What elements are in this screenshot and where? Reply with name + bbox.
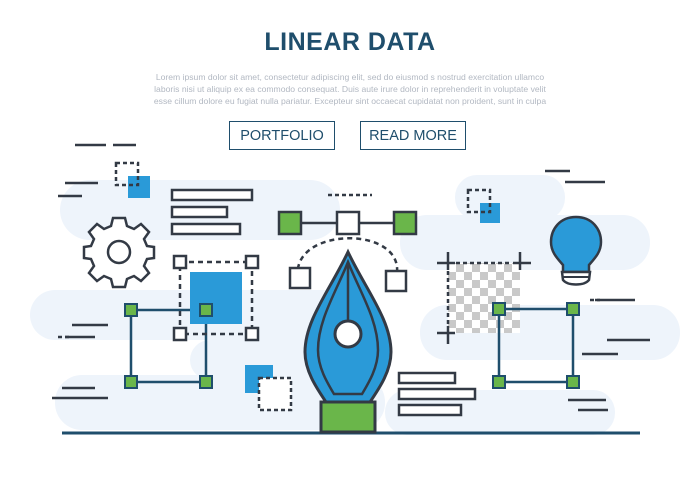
selection-square-icon bbox=[466, 188, 500, 223]
intro-line: Lorem ipsum dolor sit amet, consectetur … bbox=[155, 72, 545, 82]
node-frame-right bbox=[492, 302, 580, 389]
node-frame-left-handles bbox=[124, 303, 213, 389]
lightbulb-icon bbox=[549, 215, 603, 286]
transparent-layer-icon bbox=[437, 252, 531, 344]
text-lines-icon bbox=[397, 371, 477, 417]
decorative-dashes bbox=[52, 143, 650, 412]
selection-square-icon bbox=[172, 254, 260, 342]
bezier-curve-icon bbox=[277, 210, 418, 293]
dotted-dashes bbox=[58, 193, 600, 339]
page-title: LINEAR DATA bbox=[264, 28, 436, 56]
pen-tool-icon bbox=[303, 248, 393, 434]
selection-square-icon bbox=[245, 365, 293, 412]
intro-paragraph: Lorem ipsum dolor sit amet, consectetur … bbox=[140, 71, 560, 107]
intro-line: laboris nisi ut aliquip ex ea commodo co… bbox=[154, 84, 546, 94]
read-more-button[interactable]: READ MORE bbox=[360, 121, 466, 150]
portfolio-button[interactable]: PORTFOLIO bbox=[229, 121, 335, 150]
gear-icon bbox=[82, 216, 156, 289]
intro-line: esse cillum dolore eu fugiat nulla paria… bbox=[153, 96, 547, 106]
text-lines-icon bbox=[170, 188, 254, 236]
selection-square-icon bbox=[114, 161, 150, 198]
